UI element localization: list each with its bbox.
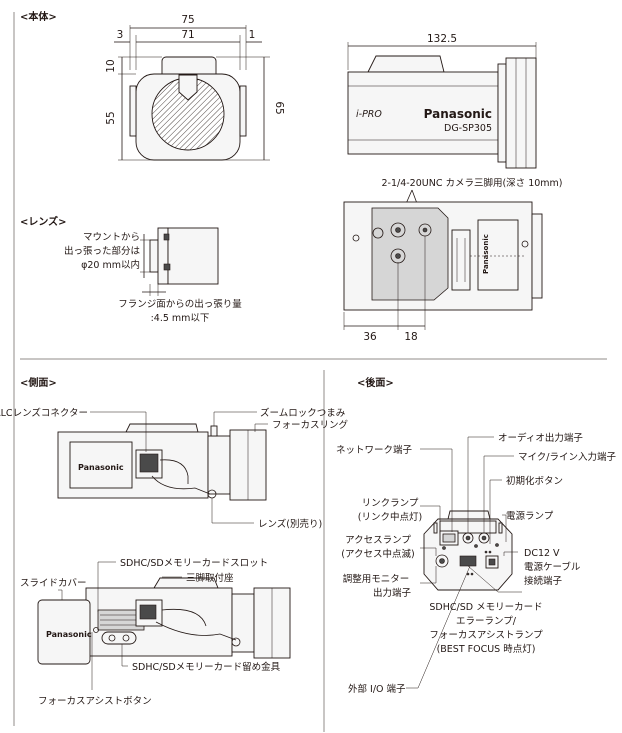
init-button-label: 初期化ボタン xyxy=(506,475,563,487)
model-number: DG-SP305 xyxy=(444,123,492,134)
dim-front-lower: 55 xyxy=(105,111,117,124)
dim-bottom-left: 36 xyxy=(363,331,377,343)
dc12-label-2: 電源ケーブル xyxy=(524,561,581,573)
panasonic-logo-side-lower: Panasonic xyxy=(46,630,92,639)
tripod-base-label: 三脚取付座 xyxy=(186,572,234,584)
series-logo: i-PRO xyxy=(356,109,382,120)
section-body-heading: <本体> xyxy=(20,10,57,23)
mount-label-2: 出っ張った部分は xyxy=(64,245,141,257)
sd-clip-label: SDHC/SDメモリーカード留め金具 xyxy=(132,661,281,673)
panasonic-logo-top: Panasonic xyxy=(424,107,492,121)
mic-in-label: マイク/ライン入力端子 xyxy=(518,451,617,463)
power-lamp-label: 電源ランプ xyxy=(506,511,554,522)
section-side-heading: <側面> xyxy=(20,376,57,389)
dc12-label-3: 接続端子 xyxy=(524,575,563,587)
dim-front-width: 75 xyxy=(181,14,194,26)
monitor-out-label-2: 出力端子 xyxy=(373,587,412,599)
alc-label: ALCレンズコネクター xyxy=(0,407,88,419)
dim-front-top: 10 xyxy=(105,59,117,72)
dim-front-inner: 71 xyxy=(181,29,194,41)
link-lamp-label-2: (リンク中点灯) xyxy=(358,511,422,523)
sd-lamp-label-4: (BEST FOCUS 時点灯) xyxy=(437,644,536,655)
sd-lamp-label-1: SDHC/SD メモリーカード xyxy=(429,602,542,613)
access-lamp-label-1: アクセスランプ xyxy=(345,535,411,546)
dim-front-height: 65 xyxy=(273,101,285,114)
slide-cover-label: スライドカバー xyxy=(20,578,87,589)
sd-slot-label: SDHC/SDメモリーカードスロット xyxy=(120,558,268,569)
dim-bottom-mid: 18 xyxy=(404,331,417,343)
rear-leaders xyxy=(406,436,522,689)
side-view-lower-drawing xyxy=(37,577,291,665)
side-upper-leaders xyxy=(90,411,268,524)
sd-lamp-label-3: フォーカスアシストランプ xyxy=(429,630,543,641)
mount-label-1: マウントから xyxy=(83,232,140,243)
dim-top-length: 132.5 xyxy=(427,33,457,45)
front-view-drawing xyxy=(114,25,270,161)
access-lamp-label-2: (アクセス中点滅) xyxy=(341,548,414,560)
link-lamp-label-1: リンクランプ xyxy=(362,498,419,509)
dim-front-left: 3 xyxy=(117,29,124,41)
monitor-out-label-1: 調整用モニター xyxy=(343,573,410,585)
flange-label-2: :4.5 mm以下 xyxy=(151,313,210,324)
top-view-drawing xyxy=(347,42,537,169)
panasonic-logo-side-upper: Panasonic xyxy=(78,463,124,472)
side-lower-leaders xyxy=(58,561,182,690)
zoom-lock-label: ズームロックつまみ xyxy=(260,407,345,419)
sd-lamp-label-2: エラーランプ/ xyxy=(456,616,517,627)
flange-label-1: フランジ面からの出っ張り量 xyxy=(118,298,242,310)
dim-front-right: 1 xyxy=(249,29,256,41)
section-rear-heading: <後面> xyxy=(357,376,394,389)
lens-sold-label: レンズ(別売り) xyxy=(258,518,322,530)
ext-io-label: 外部 I/O 端子 xyxy=(348,683,406,695)
lens-drawing xyxy=(140,227,219,296)
bottom-view-drawing xyxy=(343,189,543,330)
audio-out-label: オーディオ出力端子 xyxy=(498,432,583,444)
tripod-hole-label: 2-1/4-20UNC カメラ三脚用(深さ 10mm) xyxy=(381,178,562,189)
focus-ring-label: フォーカスリング xyxy=(272,419,349,431)
side-view-upper-drawing xyxy=(57,423,267,501)
mount-label-3: φ20 mm以内 xyxy=(81,259,140,271)
dc12-label-1: DC12 V xyxy=(524,548,560,559)
network-port-label: ネットワーク端子 xyxy=(336,444,413,456)
panasonic-logo-bottom: Panasonic xyxy=(482,234,490,274)
section-lens-heading: <レンズ> xyxy=(20,215,67,228)
focus-assist-button-label: フォーカスアシストボタン xyxy=(38,696,152,707)
